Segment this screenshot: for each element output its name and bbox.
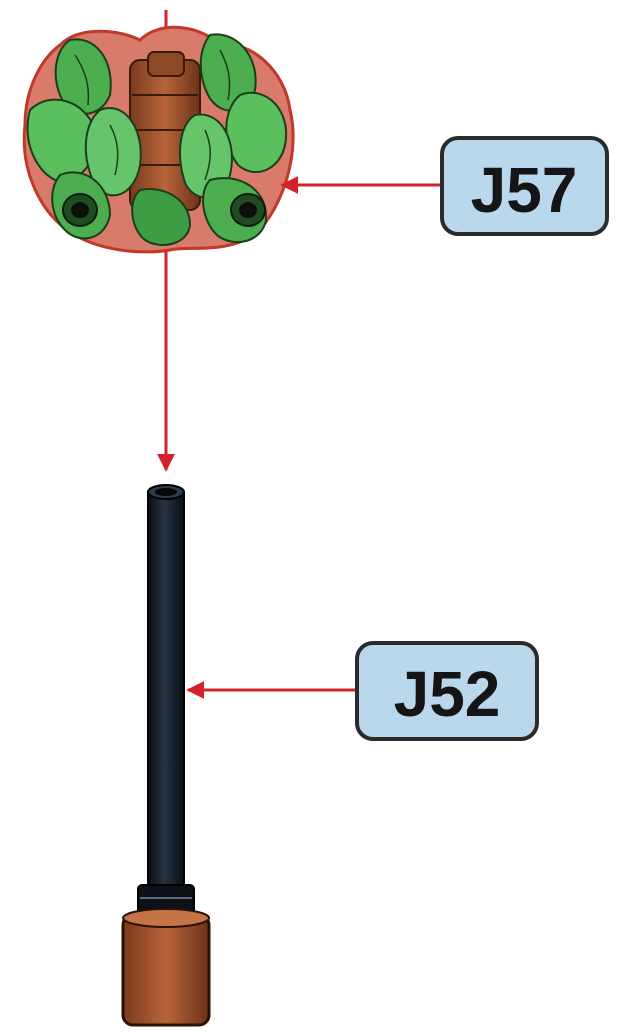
leaf-left-top: [54, 38, 112, 115]
hub-socket-right: [230, 193, 266, 227]
green-rotor-hub: [22, 25, 295, 254]
j57-label-box: J57: [440, 136, 609, 236]
leaf-bottom-center: [131, 188, 192, 246]
j52-label-box: J52: [355, 641, 539, 741]
j52-label: J52: [394, 658, 501, 730]
black-tube-rod: [137, 484, 195, 916]
leaf-left-mid: [26, 98, 97, 182]
brown-end-cap: [121, 908, 211, 1027]
leaf-center-left: [84, 107, 142, 197]
hub-socket-left: [62, 193, 98, 227]
leaf-right-mid: [225, 92, 288, 174]
j57-label: J57: [471, 154, 578, 226]
